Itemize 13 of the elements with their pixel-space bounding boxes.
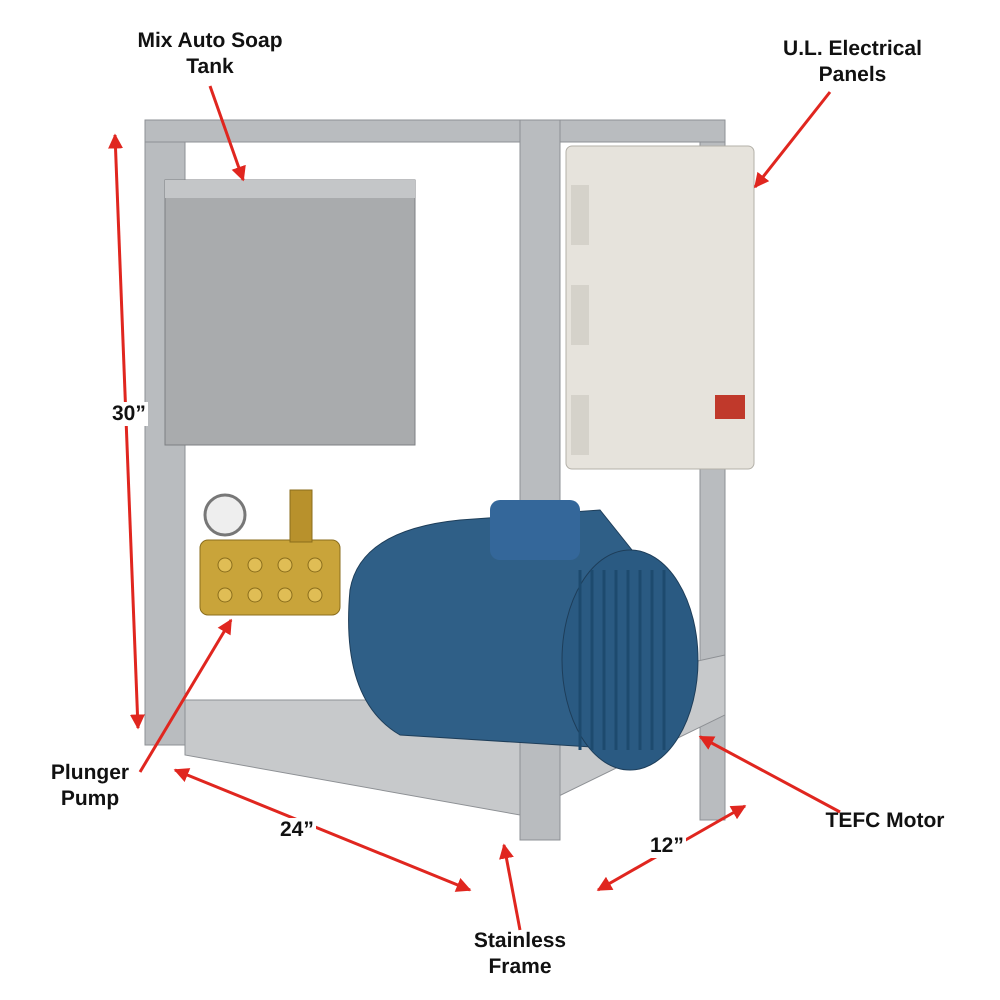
callout-label: Plunger Pump [50,760,130,812]
callout-label: Mix Auto Soap Tank [136,28,284,80]
dimension-label: 12” [648,834,686,858]
leader-line [698,735,841,814]
leader-line [138,618,232,773]
callout-label: Stainless Frame [472,928,568,980]
dimension-label: 30” [110,402,148,426]
leader-line [754,91,832,188]
leader-line [499,844,522,930]
leader-line [208,86,246,182]
electrical-panel-drawing [565,145,755,470]
callout-label: U.L. Electrical Panels [782,36,923,88]
callout-label: TEFC Motor [824,808,946,834]
